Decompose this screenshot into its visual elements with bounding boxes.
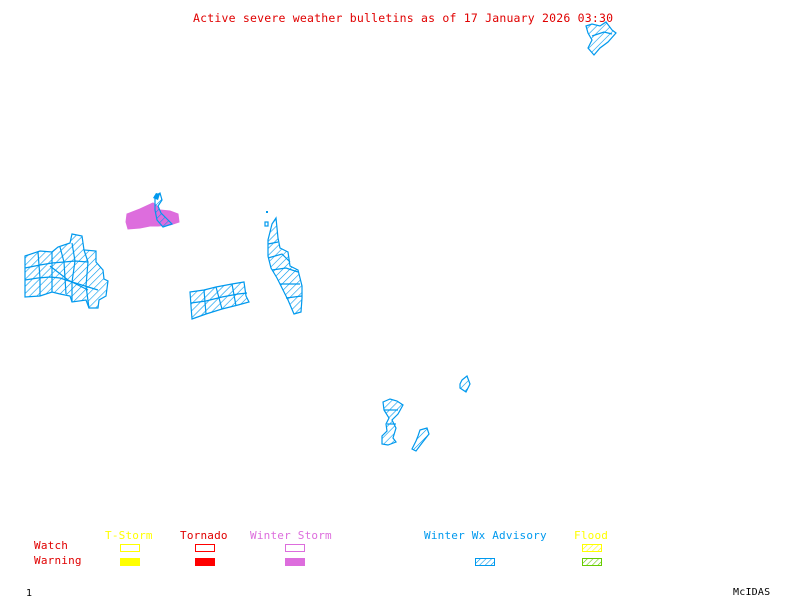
legend-swatch-tornado-warning [195,558,215,566]
winter-wx-advisory-area-2 [24,233,109,309]
software-label: McIDAS [733,587,771,598]
bulletin-title: Active severe weather bulletins as of 17… [193,11,614,25]
winter-wx-advisory-area-1 [153,192,174,228]
legend-header-tstorm: T-Storm [105,529,153,542]
legend-header-tornado: Tornado [180,529,228,542]
winter-wx-advisory-area-8 [459,375,471,393]
winter-wx-advisory-area-3 [189,281,250,320]
legend-row-label-watch: Watch [34,539,69,552]
legend-swatch-flood-warning [582,558,602,566]
legend-swatch-winter-wx-advisory [475,558,495,566]
legend-swatch-winter-storm-warning [285,558,305,566]
winter-wx-advisory-area-4 [264,211,303,315]
legend-swatch-tstorm-watch [120,544,140,552]
legend-swatch-tornado-watch [195,544,215,552]
frame-number: 1 [26,588,33,599]
legend-swatch-flood-watch [582,544,602,552]
legend-header-winter-storm: Winter Storm [250,529,332,542]
legend-row-label-warning: Warning [34,554,82,567]
winter-wx-advisory-area-7 [411,427,430,452]
winter-wx-advisory-area-6 [381,398,404,446]
winter-storm-warning-area [125,202,180,230]
legend-header-flood: Flood [574,529,609,542]
legend-header-winter-wx-advisory: Winter Wx Advisory [424,529,547,542]
winter-wx-advisory-area-5 [585,21,617,56]
legend-swatch-tstorm-warning [120,558,140,566]
legend-swatch-winter-storm-watch [285,544,305,552]
